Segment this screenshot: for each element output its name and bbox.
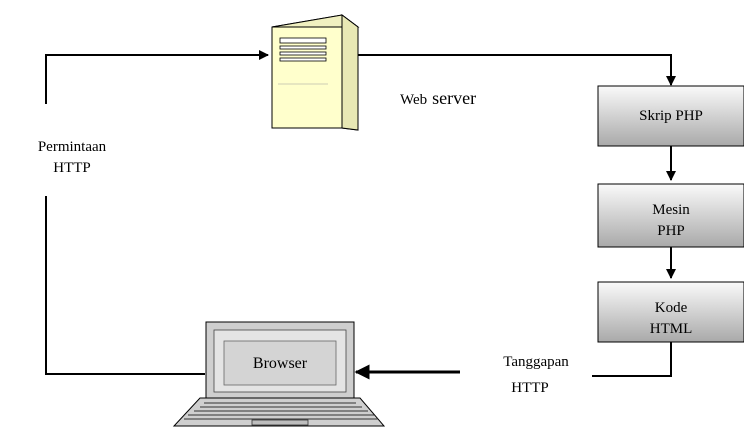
response-label-line1: Tanggapan [503, 354, 569, 370]
step-html-label-line2: HTML [650, 321, 693, 337]
step-html-label-line1: Kode [655, 300, 688, 316]
server-tower-icon [271, 14, 360, 131]
step-box-script: Skrip PHP [597, 85, 744, 147]
response-connector [592, 342, 672, 377]
browser-label: Browser [253, 355, 308, 372]
request-label-line1: Permintaan [38, 139, 107, 155]
request-label-line2: HTTP [53, 160, 91, 176]
step-box-html: Kode HTML [597, 281, 744, 343]
laptop-icon [172, 321, 386, 427]
step-engine-label-line2: PHP [657, 223, 685, 239]
step-script-label: Skrip PHP [639, 108, 703, 124]
step-engine-label-line1: Mesin [652, 202, 690, 218]
response-label-line2: HTTP [511, 380, 549, 396]
step-box-engine: Mesin PHP [597, 183, 744, 248]
server-to-script-connector [358, 54, 676, 86]
request-connector [45, 50, 269, 375]
